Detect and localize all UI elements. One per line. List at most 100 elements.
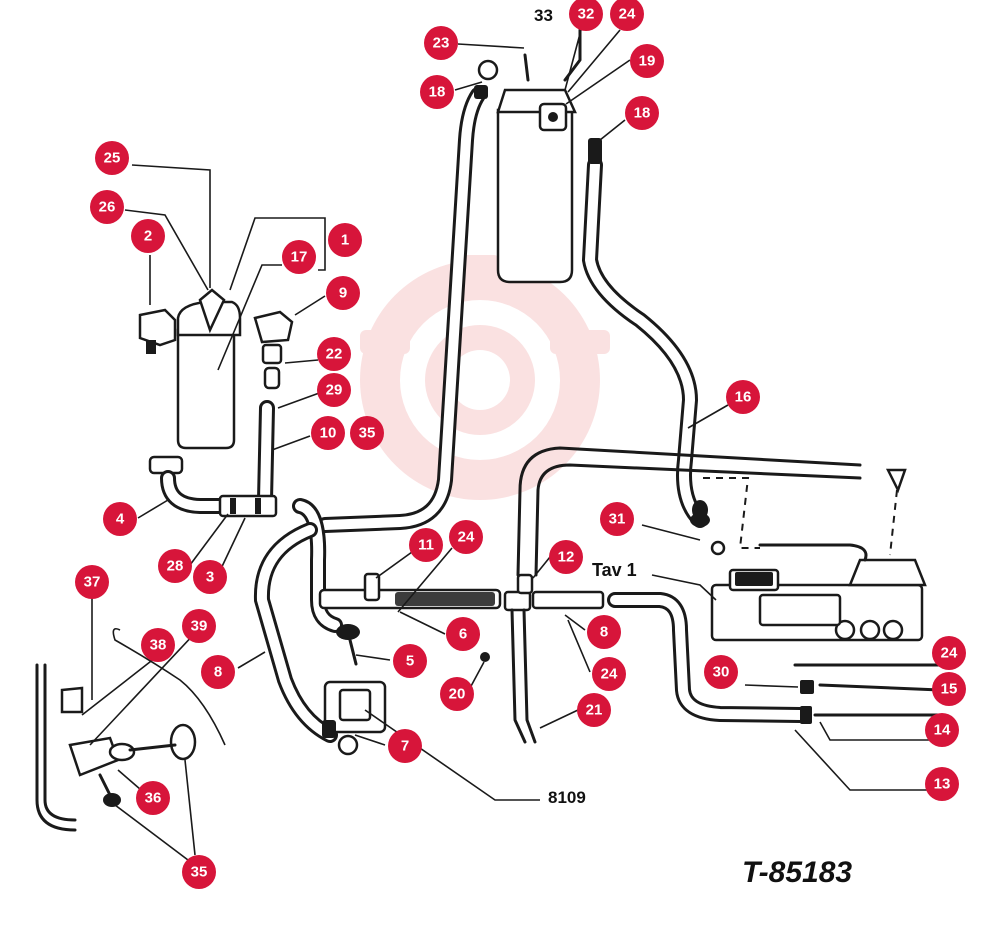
svg-text:39: 39 xyxy=(191,618,208,635)
control-valve-block xyxy=(710,558,927,642)
callout-24: 24 xyxy=(932,636,966,670)
svg-text:18: 18 xyxy=(634,105,651,122)
svg-text:3: 3 xyxy=(206,569,214,586)
callout-1: 1 xyxy=(328,223,362,257)
callout-24: 24 xyxy=(449,520,483,554)
svg-text:18: 18 xyxy=(429,84,446,101)
callout-21: 21 xyxy=(577,693,611,727)
svg-text:30: 30 xyxy=(713,664,730,681)
callout-13: 13 xyxy=(925,767,959,801)
svg-text:6: 6 xyxy=(459,626,467,643)
callout-35: 35 xyxy=(350,416,384,450)
label-top-number: 33 xyxy=(534,6,553,25)
svg-text:16: 16 xyxy=(735,389,752,406)
callout-10: 10 xyxy=(311,416,345,450)
svg-text:22: 22 xyxy=(326,346,343,363)
callout-9: 9 xyxy=(326,276,360,310)
svg-text:28: 28 xyxy=(167,558,184,575)
callout-2: 2 xyxy=(131,219,165,253)
callout-25: 25 xyxy=(95,141,129,175)
svg-text:25: 25 xyxy=(104,150,121,167)
svg-text:4: 4 xyxy=(116,511,125,528)
callout-36: 36 xyxy=(136,781,170,815)
svg-text:2: 2 xyxy=(144,228,152,245)
svg-text:24: 24 xyxy=(458,529,475,546)
svg-text:8: 8 xyxy=(214,664,222,681)
callout-3: 3 xyxy=(193,560,227,594)
svg-text:24: 24 xyxy=(619,6,636,23)
svg-text:21: 21 xyxy=(586,702,603,719)
svg-text:13: 13 xyxy=(934,776,951,793)
label-valve: Tav 1 xyxy=(592,560,637,580)
filter-leader-lines xyxy=(124,164,326,371)
svg-text:31: 31 xyxy=(609,511,626,528)
svg-text:12: 12 xyxy=(558,549,575,566)
callout-39: 39 xyxy=(182,609,216,643)
callout-35: 35 xyxy=(182,855,216,889)
union-fitting-12 xyxy=(503,556,605,673)
callout-4: 4 xyxy=(103,502,137,536)
svg-text:14: 14 xyxy=(934,722,951,739)
loop-hose-8 xyxy=(237,498,343,743)
callout-28: 28 xyxy=(158,549,192,583)
svg-text:32: 32 xyxy=(578,6,595,23)
svg-text:24: 24 xyxy=(601,666,618,683)
callout-14: 14 xyxy=(925,713,959,747)
callout-7: 7 xyxy=(388,729,422,763)
svg-text:11: 11 xyxy=(418,537,434,554)
callout-29: 29 xyxy=(317,373,351,407)
drawing-number: T-85183 xyxy=(742,856,852,889)
callout-26: 26 xyxy=(90,190,124,224)
svg-text:29: 29 xyxy=(326,382,343,399)
svg-text:5: 5 xyxy=(406,653,414,670)
callout-30: 30 xyxy=(704,655,738,689)
svg-text:9: 9 xyxy=(339,285,347,302)
svg-text:15: 15 xyxy=(941,681,958,698)
svg-text:26: 26 xyxy=(99,199,116,216)
callout-22: 22 xyxy=(317,337,351,371)
svg-text:35: 35 xyxy=(191,864,208,881)
svg-text:1: 1 xyxy=(341,232,349,249)
gear-pump-7 xyxy=(322,624,540,801)
accumulator-left-hose xyxy=(317,59,499,533)
svg-text:20: 20 xyxy=(449,686,466,703)
svg-text:8: 8 xyxy=(600,624,608,641)
horizontal-pipe-11 xyxy=(318,547,502,635)
callout-20: 20 xyxy=(440,677,474,711)
callout-12: 12 xyxy=(549,540,583,574)
svg-text:7: 7 xyxy=(401,738,409,755)
callout-18: 18 xyxy=(420,75,454,109)
callout-6: 6 xyxy=(446,617,480,651)
tav-hose-13 xyxy=(607,592,942,724)
svg-text:23: 23 xyxy=(433,35,450,52)
callout-31: 31 xyxy=(600,502,634,536)
callout-8: 8 xyxy=(201,655,235,689)
svg-text:37: 37 xyxy=(84,574,101,591)
callout-37: 37 xyxy=(75,565,109,599)
svg-text:17: 17 xyxy=(291,249,308,266)
svg-text:38: 38 xyxy=(150,637,167,654)
watermark-logo xyxy=(360,255,610,500)
svg-text:10: 10 xyxy=(320,425,337,442)
callout-8: 8 xyxy=(587,615,621,649)
callout-11: 11 xyxy=(409,528,443,562)
right-leader-lines xyxy=(651,574,940,791)
callout-18: 18 xyxy=(625,96,659,130)
svg-text:24: 24 xyxy=(941,645,958,662)
svg-text:36: 36 xyxy=(145,790,162,807)
callout-15: 15 xyxy=(932,672,966,706)
callout-5: 5 xyxy=(393,644,427,678)
callout-19: 19 xyxy=(630,44,664,78)
parallel-tubes-12 xyxy=(510,446,862,744)
elbow-fitting-4 xyxy=(137,455,278,576)
callout-17: 17 xyxy=(282,240,316,274)
callout-16: 16 xyxy=(726,380,760,414)
vertical-hose-29 xyxy=(257,391,323,508)
callout-32: 32 xyxy=(569,0,603,31)
oil-filter xyxy=(138,288,294,450)
bracket-assembly xyxy=(35,598,226,861)
fitting-20 xyxy=(469,652,490,689)
accumulator-cylinder xyxy=(496,28,582,284)
svg-text:35: 35 xyxy=(359,425,376,442)
